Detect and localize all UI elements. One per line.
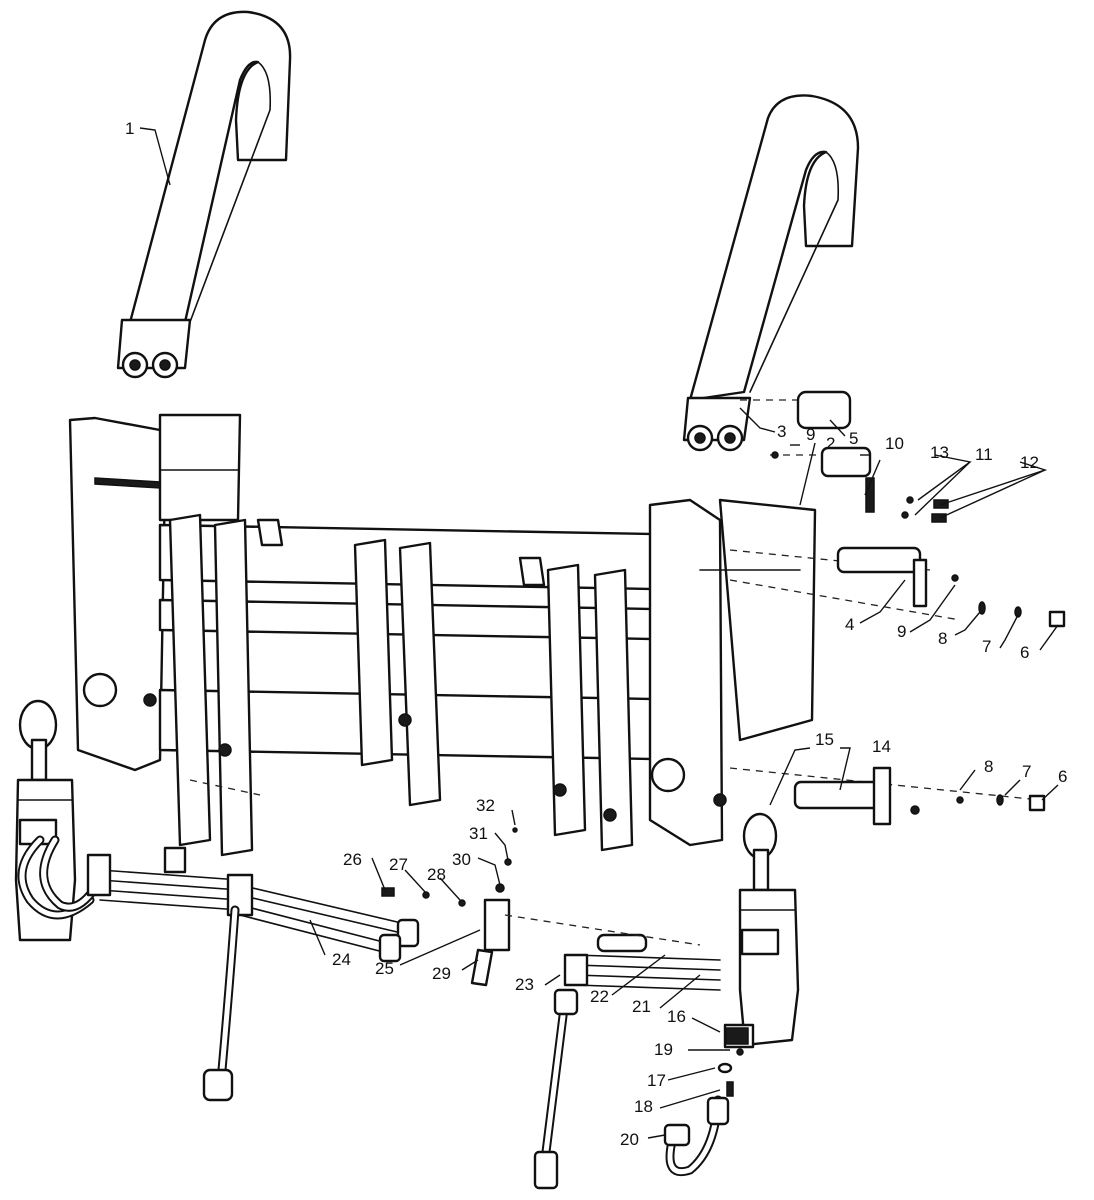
callout-17: 17 <box>647 1071 666 1090</box>
callout-28: 28 <box>427 865 446 884</box>
callout-3: 3 <box>777 422 786 441</box>
callout-10: 10 <box>885 434 904 453</box>
callout-8b: 8 <box>984 757 993 776</box>
callout-22: 22 <box>590 987 609 1006</box>
callout-15: 15 <box>815 730 834 749</box>
callout-21: 21 <box>632 997 651 1016</box>
left-tine <box>116 10 292 379</box>
leader-lines <box>139 127 1059 1139</box>
callout-24: 24 <box>332 950 351 969</box>
callout-29: 29 <box>432 964 451 983</box>
callout-27: 27 <box>389 855 408 874</box>
callout-11: 11 <box>975 445 993 464</box>
callout-13: 13 <box>930 443 949 462</box>
callout-labels: 1 2 3 4 5 6 6 7 7 8 8 9 9 10 11 12 13 14… <box>125 119 1067 1149</box>
callout-5: 5 <box>849 429 858 448</box>
right-tine <box>682 94 860 452</box>
callout-9b: 9 <box>897 622 906 641</box>
callout-7b: 7 <box>1022 762 1031 781</box>
callout-12: 12 <box>1020 453 1039 472</box>
callout-18: 18 <box>634 1097 653 1116</box>
right-cylinder <box>723 812 800 1049</box>
lower-hardware <box>729 766 1046 826</box>
callout-2: 2 <box>826 434 835 453</box>
callout-26: 26 <box>343 850 362 869</box>
callout-30: 30 <box>452 850 471 869</box>
upper-hardware <box>729 390 1066 628</box>
callout-19: 19 <box>654 1040 673 1059</box>
callout-14: 14 <box>872 737 891 756</box>
carriage-frame <box>68 413 817 857</box>
callout-4: 4 <box>845 615 854 634</box>
callout-23: 23 <box>515 975 534 994</box>
callout-20: 20 <box>620 1130 639 1149</box>
callout-8a: 8 <box>938 629 947 648</box>
callout-1: 1 <box>125 119 134 138</box>
callout-7a: 7 <box>982 637 991 656</box>
callout-6a: 6 <box>1020 643 1029 662</box>
callout-31: 31 <box>469 824 488 843</box>
callout-25: 25 <box>375 959 394 978</box>
callout-9a: 9 <box>806 425 815 444</box>
callout-16: 16 <box>667 1007 686 1026</box>
callout-32: 32 <box>476 796 495 815</box>
callout-6b: 6 <box>1058 767 1067 786</box>
